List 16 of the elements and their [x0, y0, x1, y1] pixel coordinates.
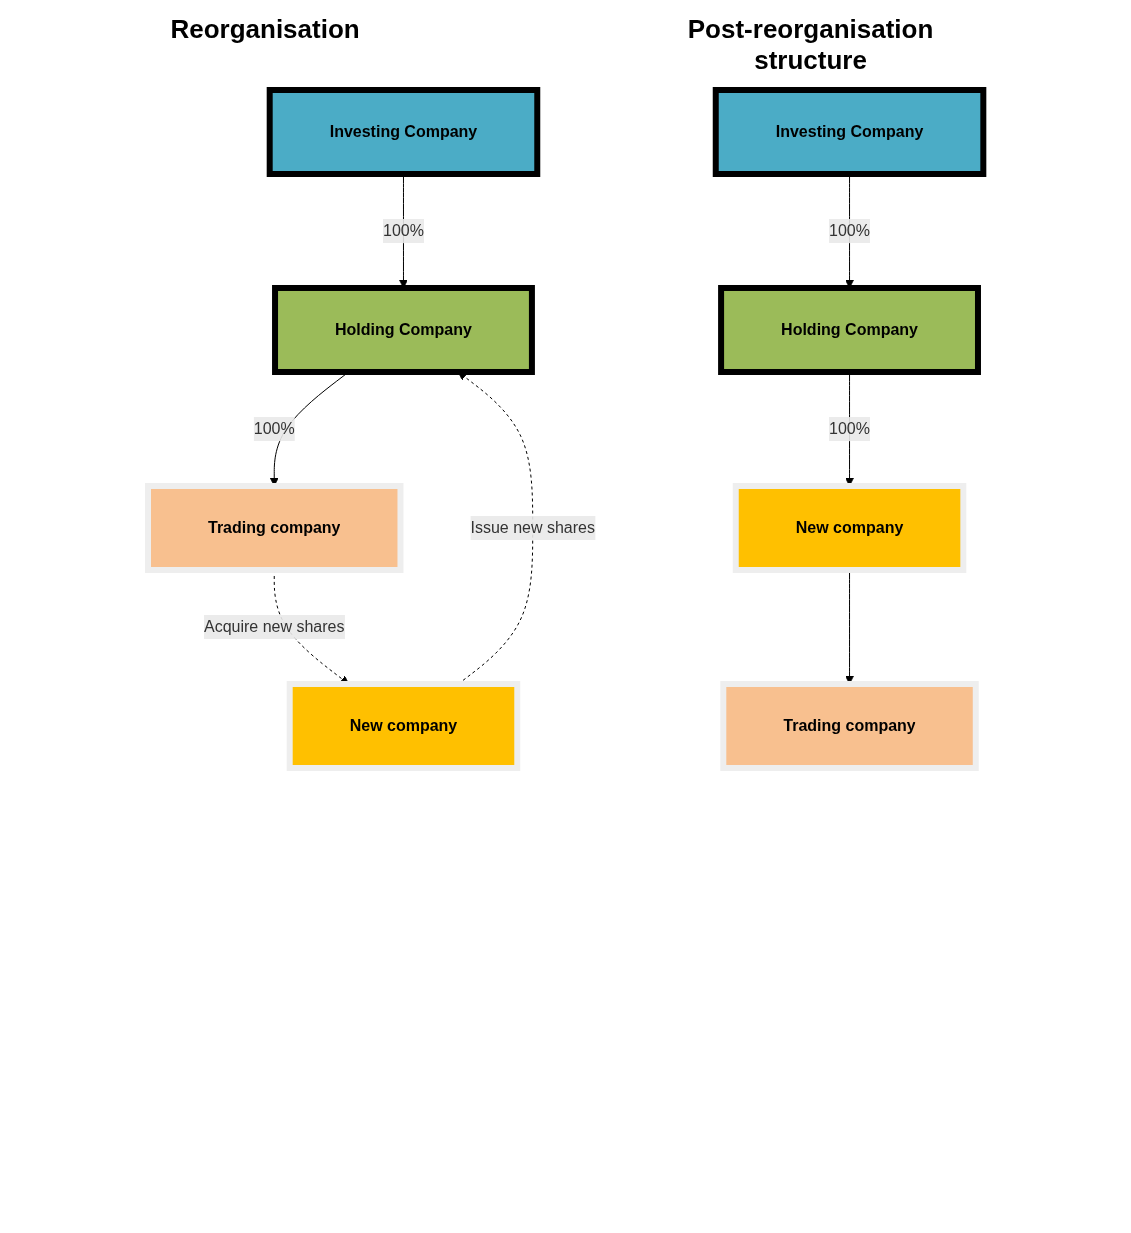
node-box: Investing Company [266, 87, 541, 177]
column-heading: Post-reorganisation structure [686, 14, 935, 76]
edge-label: 100% [253, 419, 295, 437]
node-box: Trading company [720, 681, 979, 771]
column-heading: Reorganisation [170, 14, 360, 46]
edge-label: Issue new shares [470, 518, 595, 536]
node-box: Trading company [144, 483, 404, 573]
node-box: New company [732, 483, 967, 573]
node-box: Holding Company [717, 285, 981, 375]
edge-label: Acquire new shares [203, 617, 345, 635]
edge-label: 100% [828, 222, 870, 239]
node-box: Investing Company [712, 87, 987, 177]
node-box: New company [286, 681, 521, 771]
edge-label: 100% [828, 419, 870, 437]
node-box: Holding Company [271, 285, 535, 375]
edge-label: 100% [382, 222, 424, 239]
